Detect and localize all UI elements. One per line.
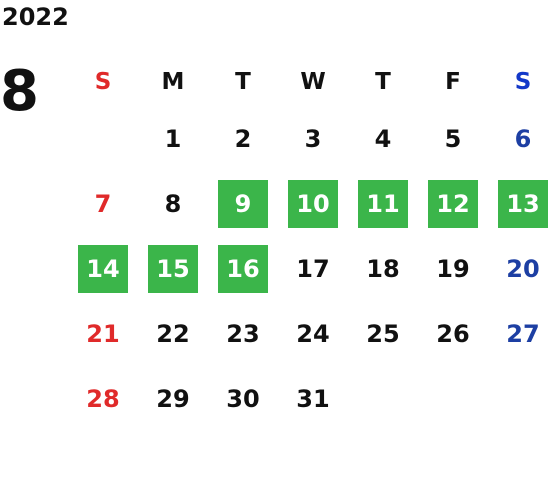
day-cell: 12 bbox=[418, 171, 488, 236]
weekday-friday: F bbox=[445, 69, 461, 95]
day-cell: 10 bbox=[278, 171, 348, 236]
day-cell: 31 bbox=[278, 366, 348, 431]
day-number: 28 bbox=[86, 384, 120, 413]
day-cell: 9 bbox=[208, 171, 278, 236]
day-cell: 27 bbox=[488, 301, 548, 366]
month-number: 8 bbox=[0, 59, 39, 124]
day-cell: 2 bbox=[208, 106, 278, 171]
day-cell: 5 bbox=[418, 106, 488, 171]
highlighted-day: 15 bbox=[148, 244, 198, 293]
day-number: 21 bbox=[86, 319, 120, 348]
highlighted-day: 10 bbox=[288, 179, 338, 228]
week-row: 1 2 3 4 5 6 bbox=[68, 106, 548, 171]
day-cell: 3 bbox=[278, 106, 348, 171]
day-cell bbox=[348, 366, 418, 431]
day-cell: 7 bbox=[68, 171, 138, 236]
day-number: 1 bbox=[164, 124, 182, 153]
day-number bbox=[358, 375, 408, 423]
day-cell: 23 bbox=[208, 301, 278, 366]
day-number: 18 bbox=[366, 254, 400, 283]
week-row: 7 8 9 10 11 12 13 bbox=[68, 171, 548, 236]
day-cell: 20 bbox=[488, 236, 548, 301]
weekday-tuesday: T bbox=[235, 69, 251, 95]
weekday-sunday: S bbox=[94, 69, 112, 95]
day-cell: 13 bbox=[488, 171, 548, 236]
highlighted-day: 9 bbox=[218, 179, 268, 228]
day-cell: 8 bbox=[138, 171, 208, 236]
day-cell: 1 bbox=[138, 106, 208, 171]
day-cell bbox=[418, 366, 488, 431]
day-cell bbox=[68, 106, 138, 171]
day-number: 31 bbox=[296, 384, 330, 413]
weekday-thursday: T bbox=[375, 69, 391, 95]
week-row: 21 22 23 24 25 26 27 bbox=[68, 301, 548, 366]
weekday-header-row: S M T W T F S bbox=[68, 58, 548, 106]
day-cell: 18 bbox=[348, 236, 418, 301]
day-number: 4 bbox=[374, 124, 392, 153]
day-cell: 22 bbox=[138, 301, 208, 366]
day-number: 8 bbox=[164, 189, 182, 218]
highlighted-day: 11 bbox=[358, 179, 408, 228]
day-number: 23 bbox=[226, 319, 260, 348]
day-cell: 19 bbox=[418, 236, 488, 301]
day-number: 22 bbox=[156, 319, 190, 348]
weekday-saturday: S bbox=[514, 69, 532, 95]
highlighted-day: 14 bbox=[78, 244, 128, 293]
day-number: 24 bbox=[296, 319, 330, 348]
week-row: 14 15 16 17 18 19 20 bbox=[68, 236, 548, 301]
day-cell: 15 bbox=[138, 236, 208, 301]
day-cell bbox=[488, 366, 548, 431]
highlighted-day: 13 bbox=[498, 179, 548, 228]
day-cell: 29 bbox=[138, 366, 208, 431]
day-number: 5 bbox=[444, 124, 462, 153]
highlighted-day: 12 bbox=[428, 179, 478, 228]
day-cell: 21 bbox=[68, 301, 138, 366]
day-number: 26 bbox=[436, 319, 470, 348]
day-number: 30 bbox=[226, 384, 260, 413]
day-number: 20 bbox=[506, 254, 540, 283]
day-number bbox=[78, 115, 128, 163]
day-number: 2 bbox=[234, 124, 252, 153]
week-row: 28 29 30 31 bbox=[68, 366, 548, 431]
day-number: 19 bbox=[436, 254, 470, 283]
day-cell: 28 bbox=[68, 366, 138, 431]
day-number bbox=[428, 375, 478, 423]
day-number: 3 bbox=[304, 124, 322, 153]
weekday-monday: M bbox=[161, 69, 185, 95]
day-number: 25 bbox=[366, 319, 400, 348]
day-number bbox=[498, 375, 548, 423]
day-cell: 30 bbox=[208, 366, 278, 431]
day-number: 27 bbox=[506, 319, 540, 348]
year-label: 2022 bbox=[2, 3, 69, 31]
day-cell: 16 bbox=[208, 236, 278, 301]
day-cell: 17 bbox=[278, 236, 348, 301]
day-cell: 11 bbox=[348, 171, 418, 236]
day-cell: 6 bbox=[488, 106, 548, 171]
day-cell: 25 bbox=[348, 301, 418, 366]
day-number: 6 bbox=[514, 124, 532, 153]
day-number: 29 bbox=[156, 384, 190, 413]
weekday-wednesday: W bbox=[300, 69, 326, 95]
day-cell: 24 bbox=[278, 301, 348, 366]
day-cell: 26 bbox=[418, 301, 488, 366]
highlighted-day: 16 bbox=[218, 244, 268, 293]
day-number: 17 bbox=[296, 254, 330, 283]
day-cell: 4 bbox=[348, 106, 418, 171]
day-cell: 14 bbox=[68, 236, 138, 301]
day-number: 7 bbox=[94, 189, 112, 218]
